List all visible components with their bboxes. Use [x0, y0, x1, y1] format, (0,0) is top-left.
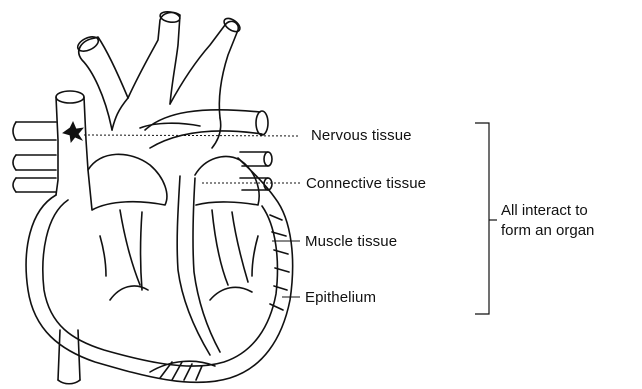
leader-nervous [84, 135, 300, 136]
label-nervous-tissue: Nervous tissue [311, 127, 412, 145]
label-connective-tissue: Connective tissue [306, 175, 426, 193]
nervous-star [63, 122, 83, 142]
label-muscle-tissue: Muscle tissue [305, 233, 397, 251]
pulmonary-veins-left [13, 122, 56, 192]
label-epithelium: Epithelium [305, 289, 376, 307]
pulmonary-veins-right [240, 152, 272, 190]
bracket [475, 123, 489, 314]
pulmonary-artery [145, 110, 268, 148]
group-label-line2: form an organ [501, 221, 594, 241]
group-label: All interact to form an organ [501, 201, 594, 241]
aorta-arch [75, 10, 242, 148]
group-label-line1: All interact to [501, 201, 594, 221]
